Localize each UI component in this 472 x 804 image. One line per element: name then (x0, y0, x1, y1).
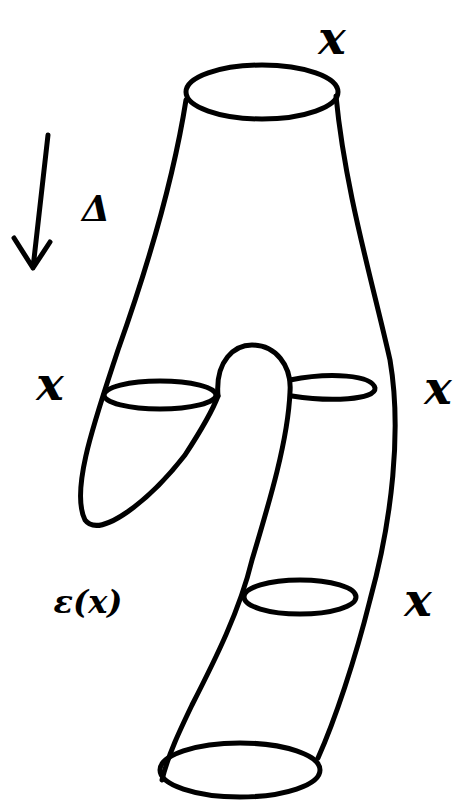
left-label: x (36, 361, 63, 407)
bottom-circle (160, 743, 320, 797)
top-circle (186, 65, 338, 119)
lower-label: x (404, 577, 431, 623)
right-outer-contour (318, 96, 395, 758)
right-label: x (424, 365, 451, 411)
left-circle (104, 381, 216, 409)
right-circle (290, 376, 375, 400)
lower-circle (244, 580, 356, 614)
map-label: Δ (82, 190, 110, 226)
counit-label: ε(x) (54, 586, 123, 618)
direction-arrow (14, 135, 50, 268)
left-outer-contour (80, 100, 218, 525)
top-label: x (318, 15, 345, 61)
